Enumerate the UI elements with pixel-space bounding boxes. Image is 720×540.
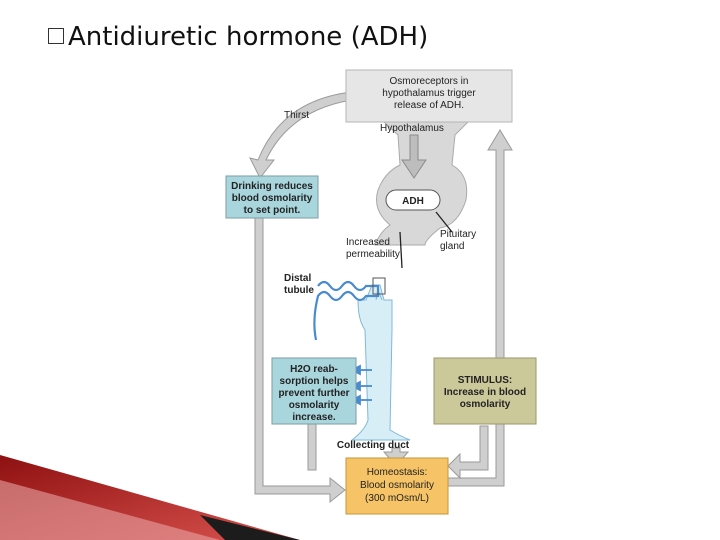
- stimulus-arrow: [447, 425, 489, 480]
- stimulus-line-2: Increase in blood: [444, 387, 526, 398]
- homeostasis-box: [345, 457, 449, 515]
- thirst-arrow: [249, 91, 353, 179]
- bottom-loop-arrow: [254, 217, 346, 504]
- drinking-line-2: blood osmolarity: [232, 193, 313, 204]
- pituitary-line-2: gland: [440, 241, 464, 252]
- distal-tubule-line-2: tubule: [284, 285, 314, 296]
- pituitary-line-1: Pituitary: [440, 229, 476, 240]
- adh-label: ADH: [402, 196, 424, 207]
- drinking-box: [225, 175, 319, 219]
- hypothalamus-funnel: [345, 69, 513, 246]
- permeability-line-1: Increased: [346, 237, 390, 248]
- drinking-line-3: to set point.: [244, 205, 301, 216]
- h2o-line-2: sorption helps: [280, 376, 349, 387]
- homeostasis-line-1: Homeostasis:: [367, 467, 428, 478]
- h2o-line-3: prevent further: [278, 388, 349, 399]
- h2o-line-5: increase.: [292, 412, 336, 423]
- h2o-line-4: osmolarity: [289, 400, 340, 411]
- title-bullet-icon: [48, 27, 64, 44]
- stimulus-line-3: osmolarity: [460, 399, 511, 410]
- collecting-duct-label: Collecting duct: [337, 440, 410, 451]
- h2o-arrow: [307, 423, 317, 471]
- stimulus-box: [433, 357, 537, 425]
- pituitary-pointer: [435, 211, 453, 233]
- distal-tubule-line: [313, 280, 380, 341]
- osmoreceptors-line-3: release of ADH.: [394, 100, 464, 111]
- adh-pointer: [399, 231, 403, 269]
- permeability-line-2: permeability: [346, 249, 400, 260]
- thirst-label: Thirst: [284, 110, 309, 121]
- drinking-line-1: Drinking reduces: [231, 181, 313, 192]
- distal-tubule-line-1: Distal: [284, 273, 311, 284]
- h2o-box: [271, 357, 357, 425]
- tubule-box: [372, 277, 386, 295]
- homeostasis-line-2: Blood osmolarity: [360, 480, 434, 491]
- title-text: Antidiuretic hormone (ADH): [68, 22, 429, 52]
- corner-decoration-icon: [0, 455, 300, 540]
- hypothalamus-label: Hypothalamus: [380, 123, 444, 134]
- h2o-line-1: H2O reab-: [290, 364, 338, 375]
- homeostasis-line-3: (300 mOsm/L): [365, 493, 429, 504]
- osmoreceptors-line-1: Osmoreceptors in: [390, 76, 469, 87]
- osmoreceptors-line-2: hypothalamus trigger: [382, 88, 476, 99]
- stimulus-line-1: STIMULUS:: [458, 375, 512, 386]
- slide-title: Antidiuretic hormone (ADH): [48, 22, 428, 52]
- collecting-duct: [350, 284, 411, 441]
